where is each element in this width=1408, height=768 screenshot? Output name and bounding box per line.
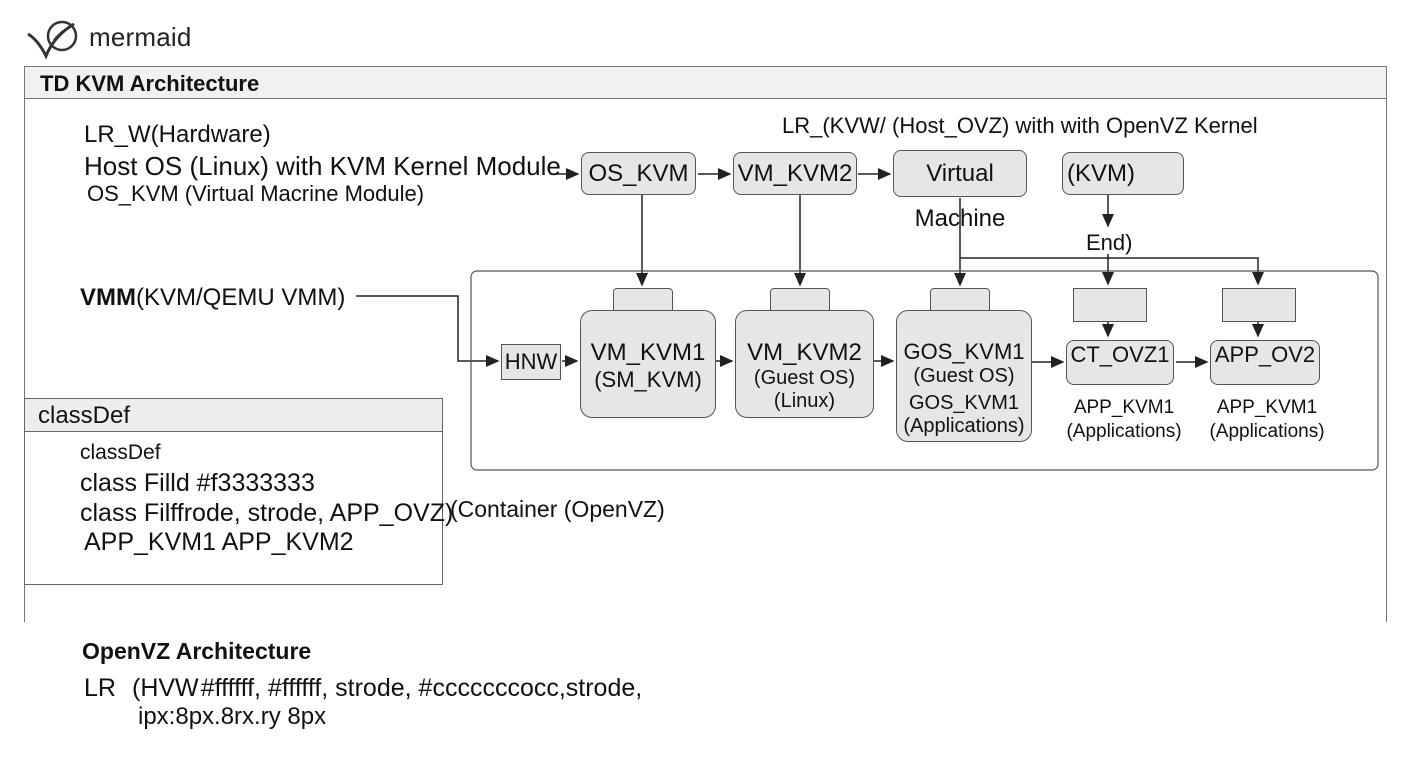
node-app-ov2-label: APP_OV2 bbox=[1214, 342, 1316, 367]
small-box-1 bbox=[613, 288, 673, 314]
diagram-frame-header bbox=[24, 66, 1387, 99]
node-os-kvm[interactable]: OS_KVM bbox=[581, 152, 696, 195]
openvz-line2: ipx:8px.8rx.ry 8px bbox=[138, 703, 327, 730]
end-label: End) bbox=[1086, 230, 1133, 255]
node-vm-kvm2-line2: (Guest OS) bbox=[753, 367, 856, 389]
node-vm-kvm2-top-label: VM_KVM2 bbox=[737, 160, 853, 187]
os-kvm-label: OS_KVM (Virtual Macrine Module) bbox=[87, 181, 425, 206]
node-kvm[interactable]: (KVM) bbox=[1062, 152, 1184, 195]
node-vm-kvm2[interactable]: VM_KVM2 (Guest OS) (Linux) bbox=[735, 310, 874, 418]
ct-caption-line2: (Applications) bbox=[1066, 421, 1182, 442]
app-caption: APP_KVM1 (Applications) bbox=[1208, 396, 1326, 444]
diagram-title: TD KVM Architecture bbox=[40, 71, 260, 96]
vmm-label: VMM(KVM/QEMU VMM) bbox=[80, 284, 345, 312]
node-virtual-machine[interactable]: Virtual Machine bbox=[893, 150, 1027, 232]
mermaid-logo-icon bbox=[27, 20, 78, 60]
node-vm-kvm1[interactable]: VM_KVM1 (SM_KVM) bbox=[580, 310, 716, 418]
node-app-ov2[interactable]: APP_OV2 bbox=[1210, 340, 1320, 385]
node-gos-kvm1-line2: (Guest OS) bbox=[913, 365, 1015, 387]
node-virtual-machine-label: Virtual Machine bbox=[914, 160, 1006, 232]
openvz-line1: (HVW #ffffff, #ffffff, strode, #ccccccco… bbox=[132, 674, 643, 702]
node-ct-ovz1[interactable]: CT_OVZ1 bbox=[1066, 340, 1174, 385]
node-vm-kvm2-top[interactable]: VM_KVM2 bbox=[733, 152, 857, 195]
openvz-kernel-caption: LR_(KVW/ (Host_OVZ) with with OpenVZ Ker… bbox=[782, 113, 1258, 138]
openvz-line1-lr: LR bbox=[84, 674, 116, 702]
node-vm-kvm2-line3: (Linux) bbox=[773, 390, 836, 412]
vmm-rest: (KVM/QEMU VMM) bbox=[136, 284, 346, 311]
node-hnw-label: HNW bbox=[504, 349, 558, 374]
vmm-bold: VMM bbox=[80, 284, 136, 311]
classdef-line1: classDef bbox=[80, 441, 161, 464]
small-box-5 bbox=[1222, 288, 1296, 322]
classdef-header-label: classDef bbox=[38, 402, 131, 429]
node-vm-kvm2-line1: VM_KVM2 bbox=[747, 339, 862, 366]
small-box-4 bbox=[1073, 288, 1147, 322]
app-caption-line1: APP_KVM1 bbox=[1216, 397, 1318, 418]
node-vm-kvm1-line1: VM_KVM1 bbox=[590, 339, 706, 366]
node-gos-kvm1-line1: GOS_KVM1 bbox=[903, 339, 1025, 364]
hardware-label: LR_W(Hardware) bbox=[84, 121, 271, 148]
host-os-label: Host OS (Linux) with KVM Kernel Module bbox=[84, 151, 561, 181]
node-hnw[interactable]: HNW bbox=[501, 344, 561, 380]
node-gos-kvm1[interactable]: GOS_KVM1 (Guest OS) GOS_KVM1 (Applicatio… bbox=[896, 310, 1032, 442]
node-os-kvm-label: OS_KVM bbox=[588, 160, 689, 187]
container-openvz-label: (Container (OpenVZ) bbox=[450, 496, 665, 522]
node-vm-kvm1-line2: (SM_KVM) bbox=[594, 367, 702, 392]
app-caption-line2: (Applications) bbox=[1209, 421, 1325, 442]
logo-text: mermaid bbox=[89, 22, 192, 52]
small-box-3 bbox=[930, 288, 990, 314]
openvz-title: OpenVZ Architecture bbox=[82, 638, 312, 664]
ct-caption: APP_KVM1 (Applications) bbox=[1066, 396, 1182, 444]
small-box-2 bbox=[770, 288, 830, 314]
node-gos-kvm1-line4: (Applications) bbox=[903, 415, 1025, 437]
node-kvm-label: (KVM) bbox=[1067, 160, 1135, 187]
classdef-header bbox=[24, 398, 443, 432]
classdef-line3: class Filffrode, strode, APP_OVZ) bbox=[80, 499, 454, 527]
classdef-line4: APP_KVM1 APP_KVM2 bbox=[84, 528, 354, 556]
classdef-line2: class Filld #f3333333 bbox=[80, 469, 315, 497]
ct-caption-line1: APP_KVM1 bbox=[1073, 397, 1175, 418]
node-gos-kvm1-line3: GOS_KVM1 bbox=[908, 392, 1020, 414]
node-ct-ovz1-label: CT_OVZ1 bbox=[1070, 342, 1170, 367]
